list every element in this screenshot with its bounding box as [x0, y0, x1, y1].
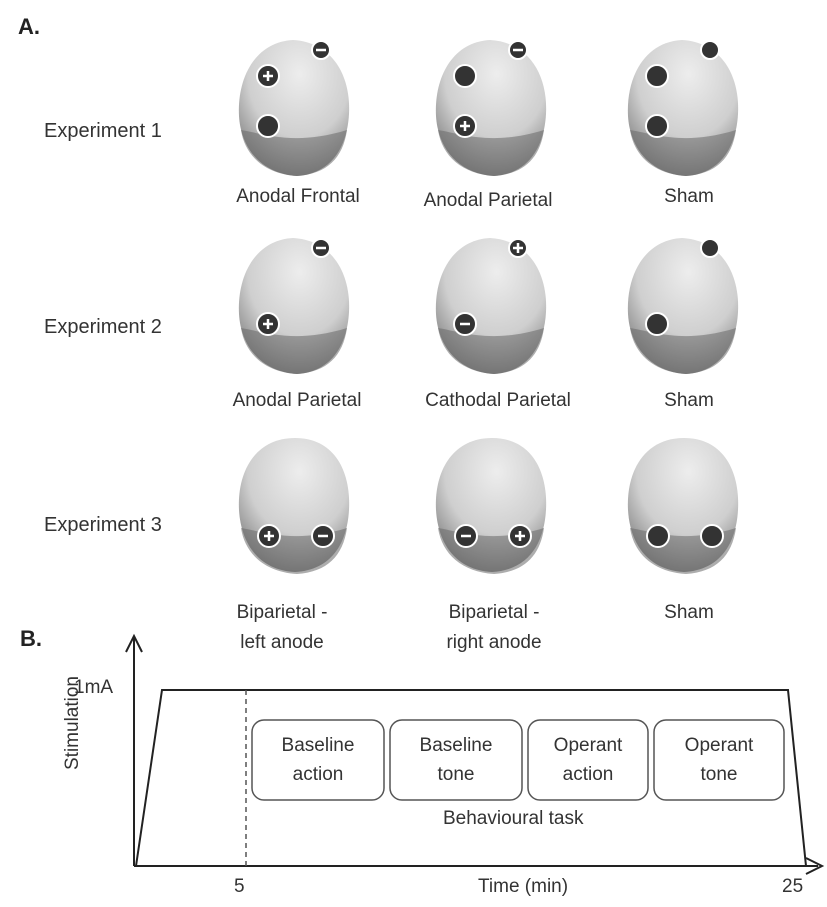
block-3-line2: action	[528, 760, 648, 789]
block-operant-tone-label: Operant tone	[654, 731, 784, 789]
block-2-line1: Baseline	[390, 731, 522, 760]
block-baseline-tone-label: Baseline tone	[390, 731, 522, 789]
block-4-line2: tone	[654, 760, 784, 789]
y-axis-label: Stimulation	[62, 653, 84, 793]
block-2-line2: tone	[390, 760, 522, 789]
block-4-line1: Operant	[654, 731, 784, 760]
x-axis-label: Time (min)	[478, 876, 568, 898]
block-operant-action-label: Operant action	[528, 731, 648, 789]
block-3-line1: Operant	[528, 731, 648, 760]
behavioural-task-label: Behavioural task	[443, 808, 583, 830]
x-tick-5: 5	[234, 876, 245, 898]
x-tick-25: 25	[782, 876, 803, 898]
block-1-line2: action	[252, 760, 384, 789]
block-1-line1: Baseline	[252, 731, 384, 760]
block-baseline-action-label: Baseline action	[252, 731, 384, 789]
